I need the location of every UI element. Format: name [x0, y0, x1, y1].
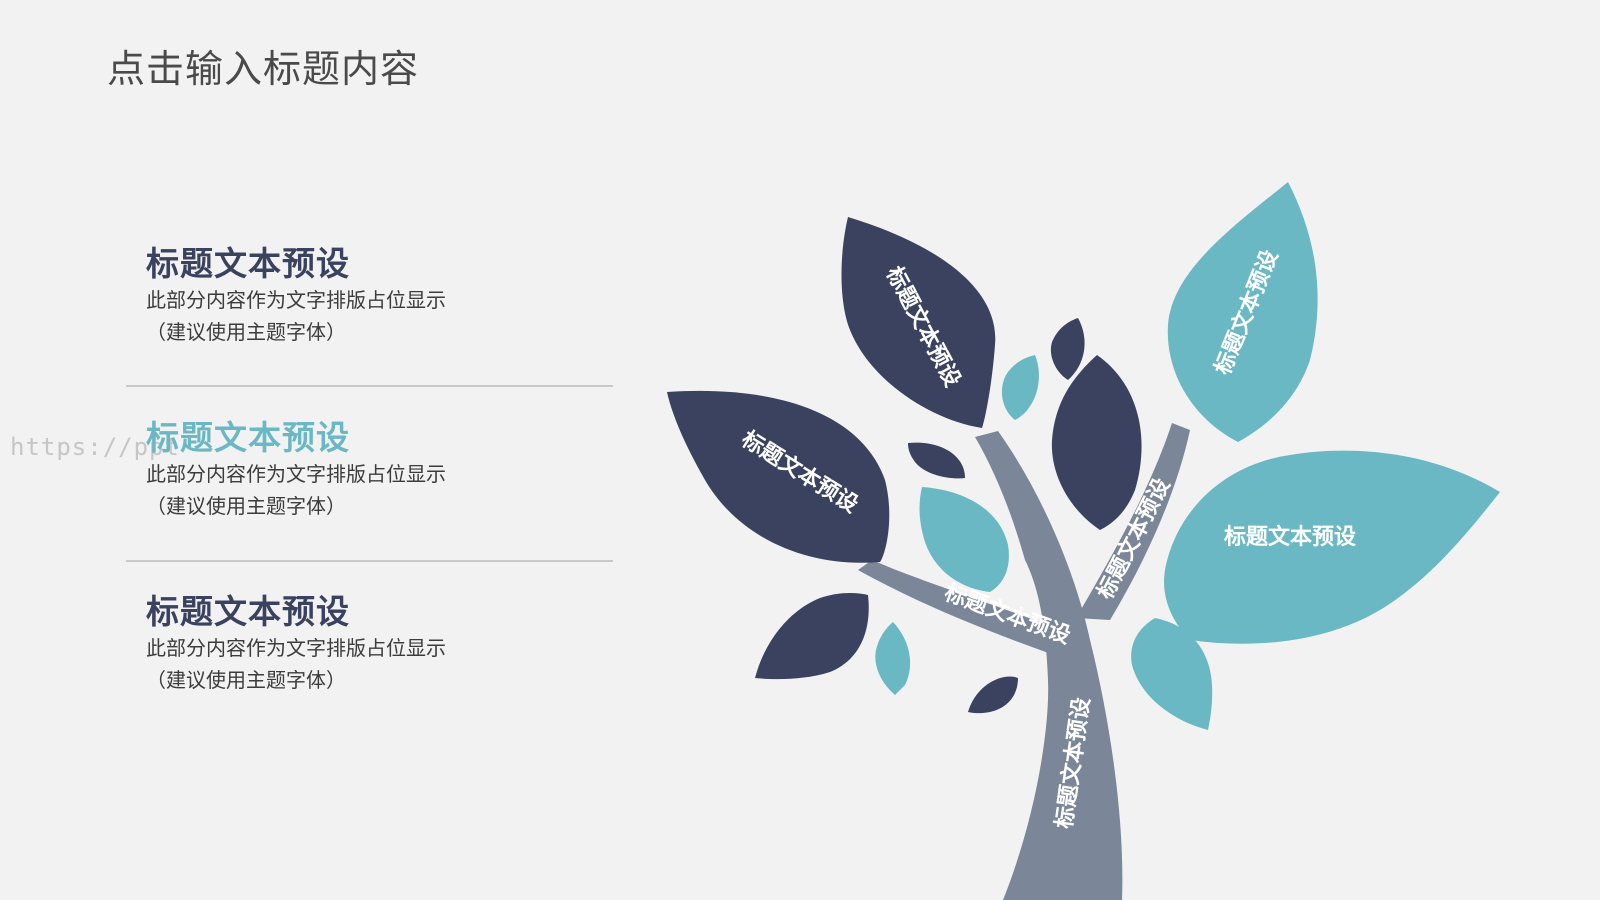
leaf-top-right [1167, 182, 1318, 442]
tree-branch-left [858, 560, 1085, 665]
leaf-top-left [841, 217, 996, 428]
item-heading: 标题文本预设 [146, 244, 350, 283]
leaf-right [1164, 450, 1500, 644]
leaf-small [968, 676, 1018, 714]
leaf-small [1051, 355, 1142, 530]
leaf-small [875, 622, 911, 695]
leaf-small [1001, 355, 1039, 420]
leaf-small [1131, 618, 1213, 730]
leaf-small [908, 442, 965, 479]
item-description: 此部分内容作为文字排版占位显示 [146, 636, 446, 660]
item-note: （建议使用主题字体） [146, 494, 346, 518]
slide-title: 点击输入标题内容 [107, 47, 420, 91]
leaf-left [667, 390, 890, 563]
divider [126, 385, 613, 387]
leaf-label-right: 标题文本预设 [1224, 524, 1356, 550]
leaf-small [755, 593, 869, 680]
divider [126, 560, 613, 562]
leaf-small [919, 487, 1009, 592]
item-description: 此部分内容作为文字排版占位显示 [146, 462, 446, 486]
leaf-small [1050, 318, 1085, 380]
tree-branch-right [1076, 423, 1190, 620]
item-heading: 标题文本预设 [146, 592, 350, 631]
watermark: https://ppt [10, 433, 180, 461]
item-note: （建议使用主题字体） [146, 320, 346, 344]
list-item: 标题文本预设 此部分内容作为文字排版占位显示 （建议使用主题字体） [146, 418, 606, 522]
item-description: 此部分内容作为文字排版占位显示 [146, 288, 446, 312]
item-note: （建议使用主题字体） [146, 668, 346, 692]
item-heading: 标题文本预设 [146, 418, 350, 457]
tree-trunk [975, 431, 1123, 900]
list-item: 标题文本预设 此部分内容作为文字排版占位显示 （建议使用主题字体） [146, 244, 606, 348]
list-item: 标题文本预设 此部分内容作为文字排版占位显示 （建议使用主题字体） [146, 592, 606, 696]
